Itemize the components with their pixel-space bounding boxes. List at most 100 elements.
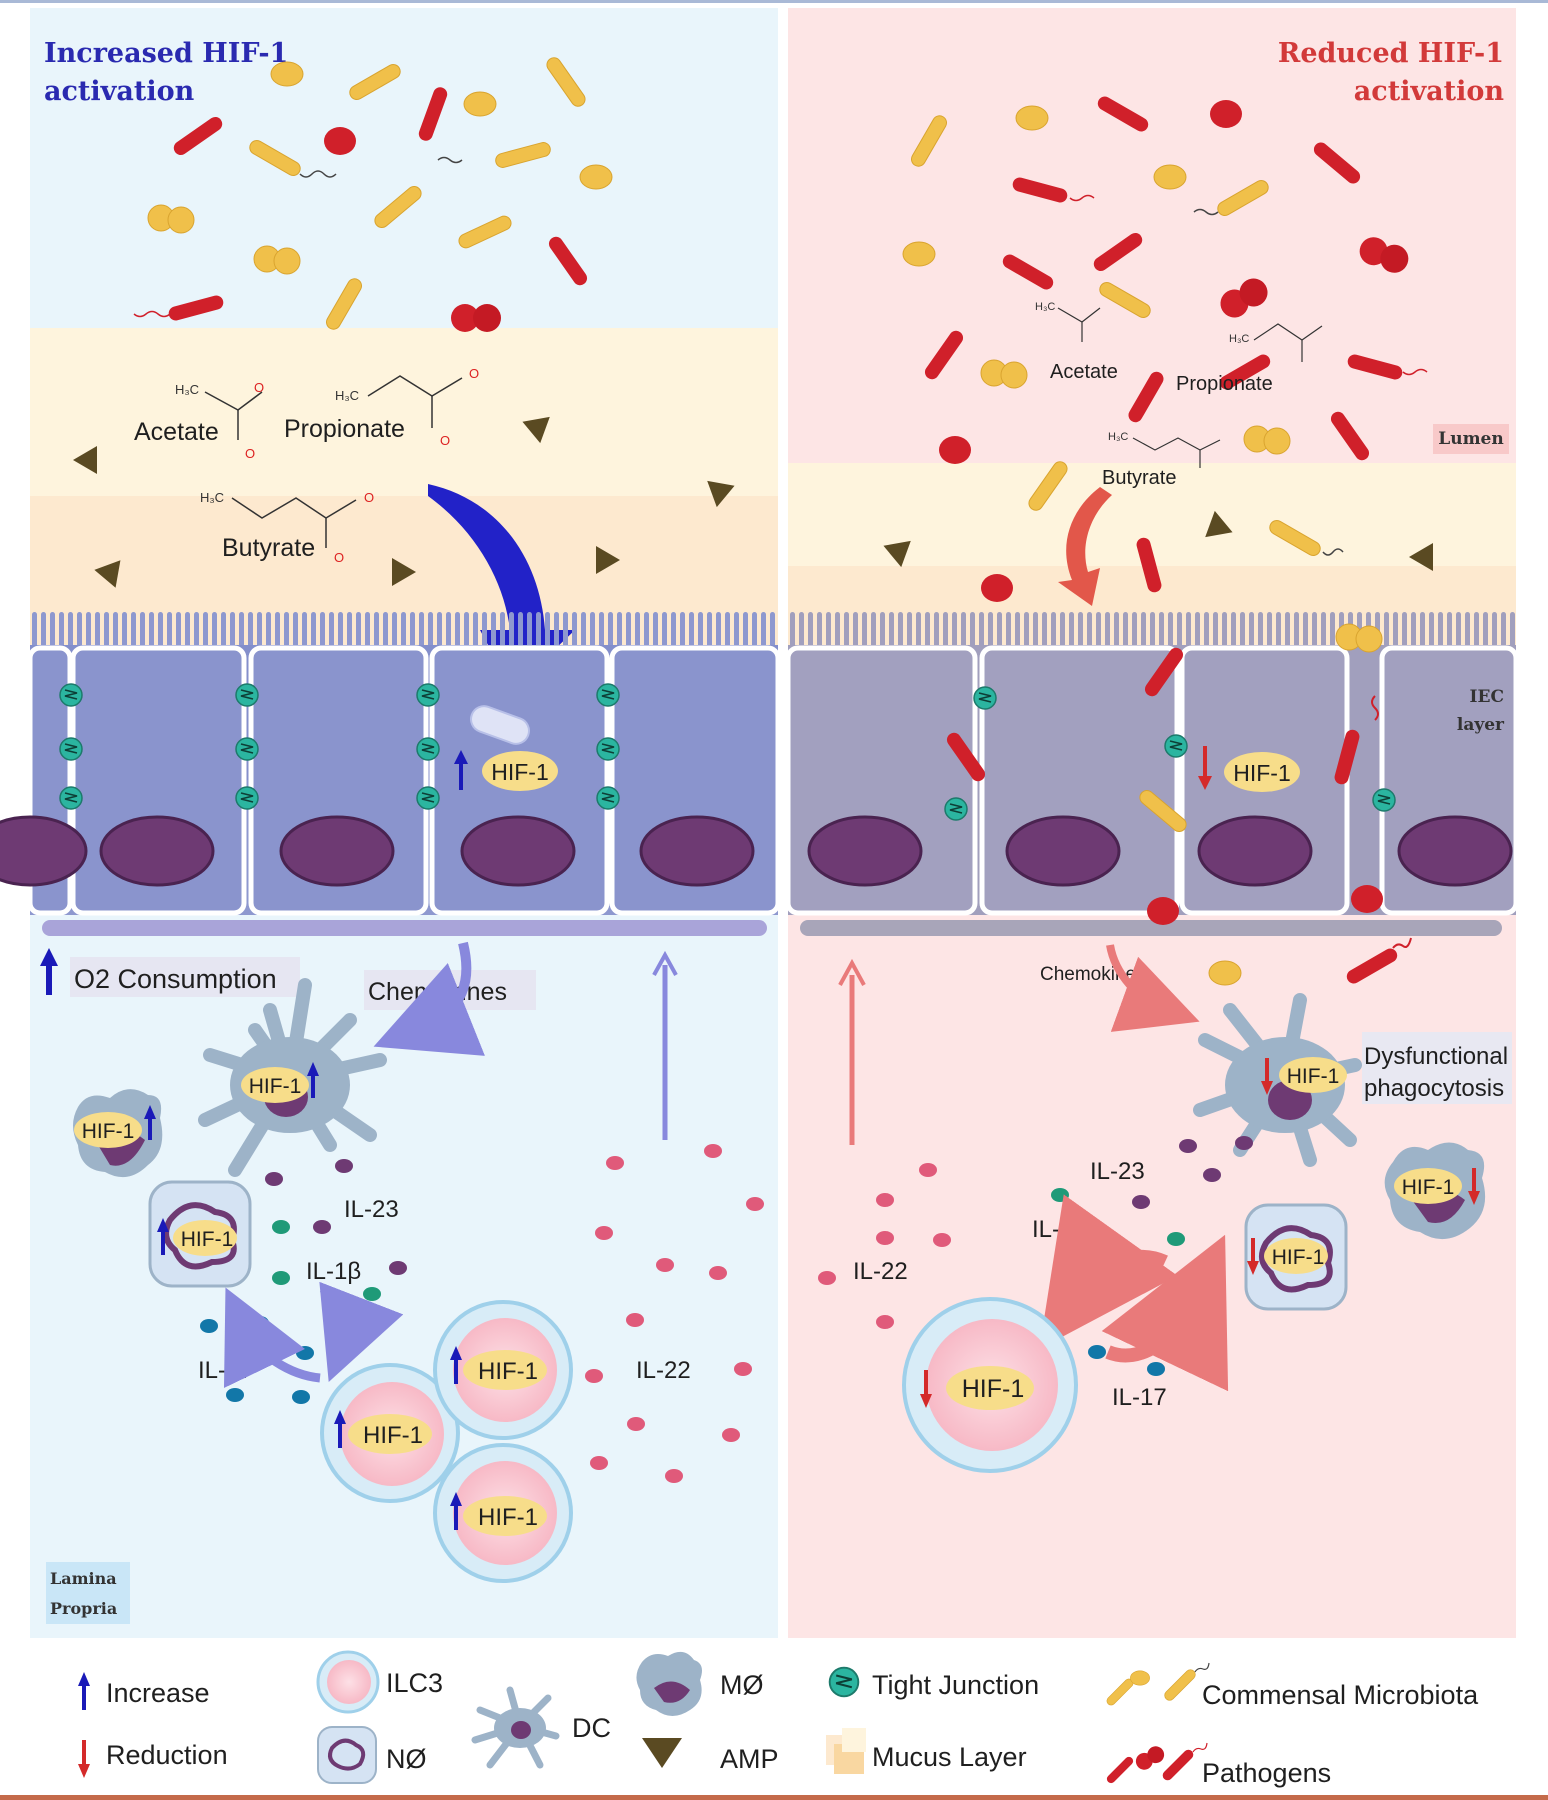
iec-label-line1: IEC	[1470, 687, 1504, 707]
right-title-line2: activation	[1354, 76, 1505, 107]
legend-dc: DC	[471, 1686, 611, 1769]
left-neutrophil: HIF-1	[148, 1180, 252, 1288]
svg-text:HIF-1: HIF-1	[363, 1422, 423, 1449]
cycle-arrow-left-1	[319, 1281, 404, 1382]
right-neutrophil: HIF-1	[1244, 1203, 1348, 1311]
legend-commensal: Commensal Microbiota	[1104, 1662, 1479, 1710]
il1b-label-left: IL-1β	[306, 1258, 361, 1285]
left-ilc3-cells: HIF-1 HIF-1 HIF-1	[320, 1300, 573, 1583]
left-macrophage: HIF-1	[73, 1089, 163, 1178]
lumen-label: Lumen	[1438, 429, 1503, 449]
svg-text:DC: DC	[572, 1713, 611, 1743]
cycle-arrow-left-2	[224, 1287, 321, 1389]
lamina-propria-tag	[46, 1562, 130, 1624]
svg-text:H₃C: H₃C	[200, 490, 224, 505]
lumen-tag	[1433, 424, 1509, 454]
butyrate-label: Butyrate	[222, 534, 315, 562]
svg-text:H₃C: H₃C	[1108, 431, 1128, 443]
svg-text:O: O	[254, 380, 264, 395]
propionate-label: Propionate	[284, 415, 405, 443]
svg-text:Commensal Microbiota: Commensal Microbiota	[1202, 1680, 1479, 1710]
legend-tight-junction: Tight Junction	[828, 1666, 1039, 1700]
chemokine-arrow-right	[1106, 944, 1200, 1032]
legend-ilc3: ILC3	[316, 1650, 443, 1714]
svg-text:HIF-1: HIF-1	[82, 1120, 135, 1143]
microvilli-left	[32, 612, 775, 648]
svg-text:HIF-1: HIF-1	[491, 759, 549, 785]
lamina-label-line1: Lamina	[50, 1569, 117, 1588]
svg-text:H₃C: H₃C	[335, 388, 359, 403]
svg-text:O: O	[364, 490, 374, 505]
svg-text:NØ: NØ	[386, 1744, 427, 1774]
legend-amp: AMP	[642, 1738, 779, 1774]
svg-text:H₃C: H₃C	[175, 382, 199, 397]
svg-text:HIF-1: HIF-1	[1287, 1065, 1340, 1088]
svg-text:Pathogens: Pathogens	[1202, 1758, 1331, 1788]
butyrate-label-right: Butyrate	[1102, 467, 1176, 489]
right-butyrate-arrow	[1058, 487, 1112, 606]
svg-text:Mucus Layer: Mucus Layer	[872, 1742, 1027, 1772]
svg-text:HIF-1: HIF-1	[962, 1375, 1025, 1403]
propionate-label-right: Propionate	[1176, 373, 1273, 395]
o2-consumption-label: O2 Consumption	[74, 964, 277, 994]
legend-increase: Increase	[78, 1672, 210, 1710]
svg-text:H₃C: H₃C	[1229, 333, 1249, 345]
right-lumen-bacteria	[902, 93, 1428, 653]
svg-text:HIF-1: HIF-1	[1272, 1246, 1325, 1269]
dysfunctional-tag	[1362, 1032, 1512, 1104]
dysfunctional-label-line1: Dysfunctional	[1364, 1043, 1508, 1070]
svg-text:Tight Junction: Tight Junction	[872, 1670, 1039, 1700]
svg-text:O: O	[469, 366, 479, 381]
legend-pathogens: Pathogens	[1105, 1742, 1331, 1788]
svg-text:AMP: AMP	[720, 1744, 779, 1774]
lamina-label-line2: Propria	[50, 1599, 117, 1618]
svg-text:HIF-1: HIF-1	[181, 1228, 234, 1251]
left-title-line1: Increased HIF-1	[44, 38, 288, 69]
o2-consumption: O2 Consumption	[40, 948, 300, 997]
left-scfa-molecules: H₃C O O Acetate H₃C O O Propionate H₃C O…	[134, 366, 479, 565]
svg-text:ILC3: ILC3	[386, 1668, 443, 1698]
right-ilc3-cell: HIF-1	[902, 1297, 1078, 1473]
svg-text:HIF-1: HIF-1	[1402, 1176, 1455, 1199]
right-iec-layer	[785, 645, 1519, 936]
il17-label-right: IL-17	[1112, 1384, 1167, 1411]
svg-text:O: O	[334, 550, 344, 565]
svg-text:H₃C: H₃C	[1035, 301, 1055, 313]
legend-reduction: Reduction	[78, 1740, 228, 1778]
right-dendritic-cell: HIF-1	[1193, 993, 1362, 1167]
cycle-arrow-right-2	[1101, 1234, 1229, 1392]
dysfunctional-label-line2: phagocytosis	[1364, 1075, 1504, 1102]
panel-divider	[778, 8, 788, 1638]
il17-label-left: IL-17	[198, 1357, 253, 1384]
right-title-line1: Reduced HIF-1	[1278, 38, 1504, 69]
svg-text:O: O	[440, 433, 450, 448]
left-title-line2: activation	[44, 76, 195, 107]
legend-mucus-layer: Mucus Layer	[826, 1728, 1027, 1774]
iec-label-line2: layer	[1457, 715, 1505, 735]
left-lumen-bacteria	[133, 54, 613, 333]
left-iec-layer	[0, 645, 781, 936]
chemokines-label-left: Chemokines	[368, 978, 507, 1006]
svg-text:Reduction: Reduction	[106, 1740, 228, 1770]
left-dendritic-cell: HIF-1	[198, 978, 387, 1177]
acetate-label: Acetate	[134, 418, 219, 446]
svg-text:O: O	[245, 446, 255, 461]
il22-label-left: IL-22	[636, 1357, 691, 1384]
legend-neutrophil: NØ	[317, 1726, 427, 1784]
right-macrophage: HIF-1	[1384, 1142, 1486, 1240]
svg-text:HIF-1: HIF-1	[478, 1504, 538, 1531]
right-iec-hif1: HIF-1	[1198, 746, 1300, 792]
svg-text:HIF-1: HIF-1	[1233, 760, 1291, 786]
svg-text:Increase: Increase	[106, 1678, 210, 1708]
right-scfa-molecules: H₃C Acetate H₃C Propionate H₃C Butyrate	[1035, 301, 1323, 489]
left-iec-hif1: HIF-1	[454, 750, 558, 791]
il1b-label-right: IL-1β	[1032, 1216, 1087, 1243]
svg-text:HIF-1: HIF-1	[478, 1358, 538, 1385]
acetate-label-right: Acetate	[1050, 361, 1118, 383]
svg-text:MØ: MØ	[720, 1670, 764, 1700]
legend: Increase Reduction ILC3 NØ DC	[30, 1640, 1516, 1792]
il22-label-right: IL-22	[853, 1258, 908, 1285]
il23-label-left: IL-23	[344, 1196, 399, 1223]
svg-text:HIF-1: HIF-1	[249, 1075, 302, 1098]
